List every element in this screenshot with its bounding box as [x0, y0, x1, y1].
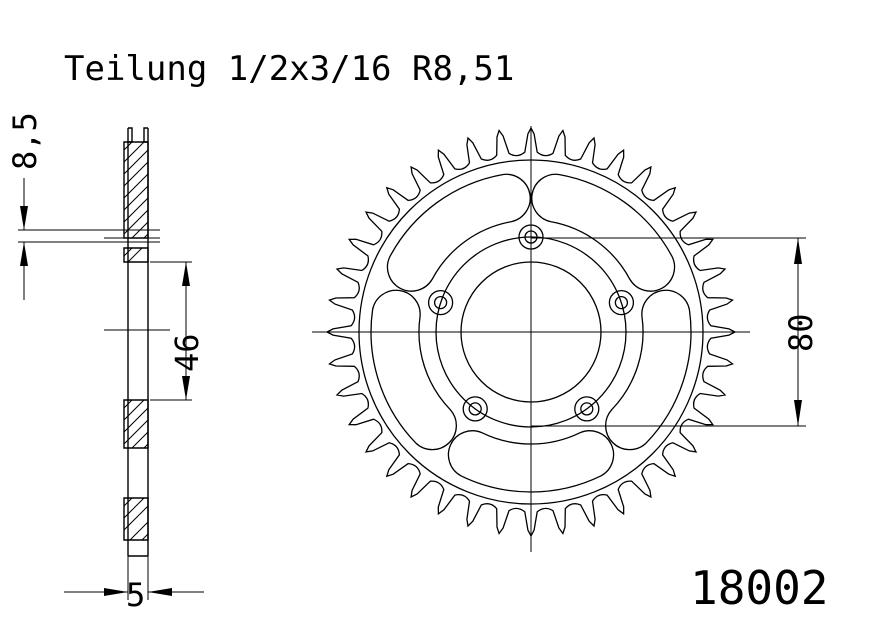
bolt-hole [468, 402, 482, 416]
part-number: 18002 [690, 561, 828, 615]
bolt-hole [462, 396, 488, 422]
page-title: Teilung 1/2x3/16 R8,51 [64, 49, 514, 89]
sprocket-teeth-outline [325, 126, 737, 538]
bolt-hole [433, 295, 448, 310]
thickness-label: 5 [126, 576, 145, 614]
lightening-slot [386, 173, 531, 292]
lightening-slot [531, 173, 676, 292]
bolt-circle-label: 80 [782, 313, 820, 352]
sprocket-front-view [312, 126, 806, 552]
bolt-hole [580, 402, 594, 416]
lightening-slot [447, 430, 615, 493]
bolt-hole [614, 295, 629, 310]
bolt-hole [608, 289, 635, 316]
lightening-slot [370, 289, 457, 451]
offset-dimension-label: 8,5 [6, 112, 44, 170]
hub-diameter-label: 46 [168, 333, 206, 372]
bolt-hole [427, 289, 454, 316]
lightening-slot [605, 289, 692, 451]
front-dimension-arrows [794, 238, 802, 426]
side-dimension-arrows [20, 206, 190, 596]
bolt-hole [574, 396, 600, 422]
side-profile-view [18, 127, 204, 600]
profile-outline [127, 127, 149, 556]
lightening-slots [370, 173, 692, 493]
